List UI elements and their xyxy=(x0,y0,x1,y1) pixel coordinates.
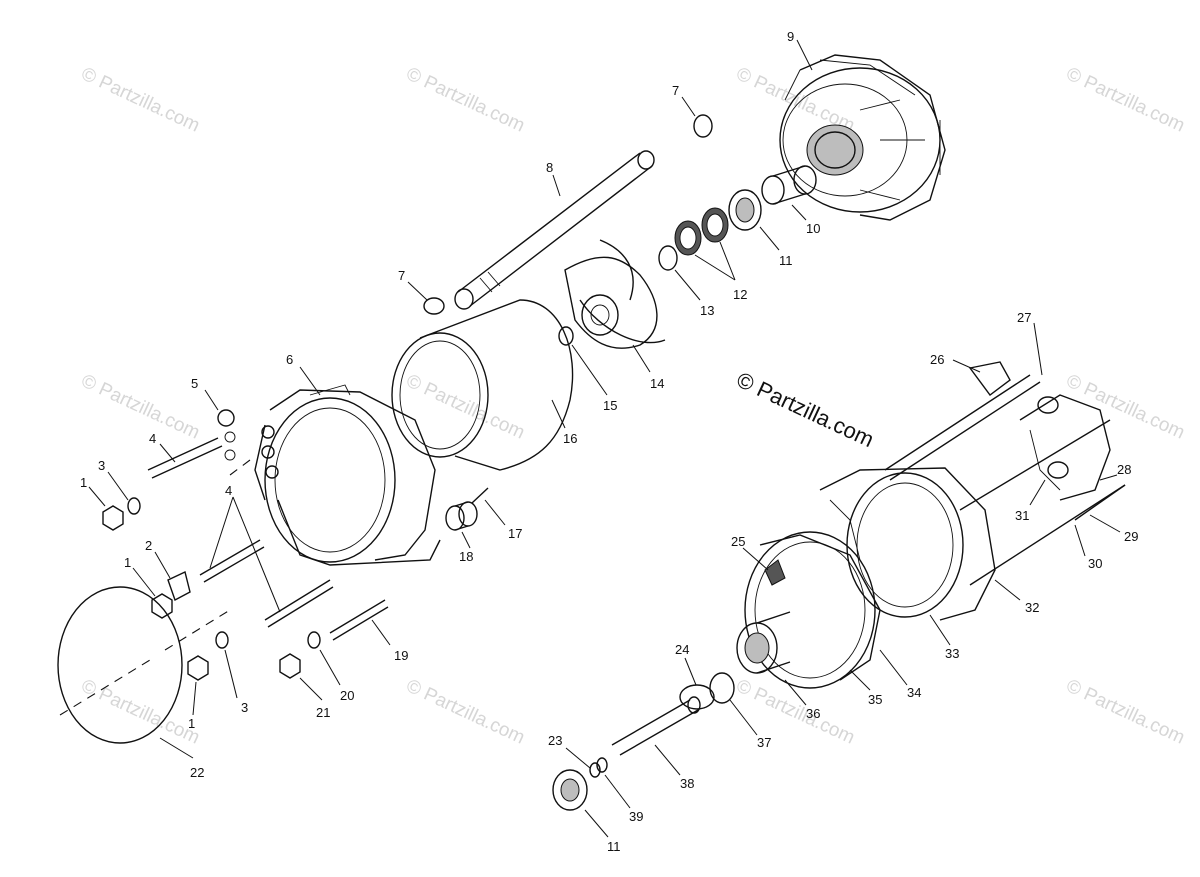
part-25-clip[interactable] xyxy=(764,559,786,586)
callout-39[interactable]: 39 xyxy=(629,809,643,824)
callout-31[interactable]: 31 xyxy=(1015,508,1029,523)
part-6-nozzle-housing[interactable] xyxy=(254,384,441,566)
part-33-pump-cover[interactable] xyxy=(819,467,996,621)
part-4-studs[interactable] xyxy=(147,437,389,641)
part-7-o-ring-upper[interactable] xyxy=(693,114,713,138)
part-34-nozzle[interactable] xyxy=(744,531,881,689)
part-12-seals[interactable] xyxy=(674,207,729,256)
part-15-o-ring[interactable] xyxy=(558,326,574,346)
watermark: © Partzilla.com xyxy=(1063,63,1188,136)
callout-15[interactable]: 15 xyxy=(603,398,617,413)
callout-3[interactable]: 3 xyxy=(241,700,248,715)
callout-13[interactable]: 13 xyxy=(700,303,714,318)
part-14-impeller[interactable] xyxy=(564,239,666,349)
callout-3[interactable]: 3 xyxy=(98,458,105,473)
callout-35[interactable]: 35 xyxy=(868,692,882,707)
part-11-bearing-lower[interactable] xyxy=(552,769,588,811)
part-2-plate[interactable] xyxy=(167,571,191,602)
callout-12[interactable]: 12 xyxy=(733,287,747,302)
callout-25[interactable]: 25 xyxy=(731,534,745,549)
callout-38[interactable]: 38 xyxy=(680,776,694,791)
rods[interactable] xyxy=(884,374,1126,586)
part-38-shaft[interactable] xyxy=(611,696,701,756)
callout-23[interactable]: 23 xyxy=(548,733,562,748)
callout-36[interactable]: 36 xyxy=(806,706,820,721)
part-17-screw[interactable] xyxy=(471,487,489,504)
part-26-arm[interactable] xyxy=(968,361,1011,396)
watermark: © Partzilla.com xyxy=(403,63,528,136)
part-8-drive-shaft[interactable] xyxy=(454,150,655,310)
watermark: © Partzilla.com xyxy=(403,370,528,443)
watermark: © Partzilla.com xyxy=(1063,675,1188,748)
centerline xyxy=(59,459,251,716)
callout-33[interactable]: 33 xyxy=(945,646,959,661)
callout-6[interactable]: 6 xyxy=(286,352,293,367)
callout-7[interactable]: 7 xyxy=(672,83,679,98)
callout-28[interactable]: 28 xyxy=(1117,462,1131,477)
callout-4[interactable]: 4 xyxy=(149,431,156,446)
part-9-pump-housing[interactable] xyxy=(779,54,946,221)
part-13-spacer[interactable] xyxy=(658,245,678,271)
callout-4[interactable]: 4 xyxy=(225,483,232,498)
callout-9[interactable]: 9 xyxy=(787,29,794,44)
callout-1[interactable]: 1 xyxy=(188,716,195,731)
watermarks: © Partzilla.com © Partzilla.com © Partzi… xyxy=(78,63,1188,748)
callout-18[interactable]: 18 xyxy=(459,549,473,564)
watermark: © Partzilla.com xyxy=(1063,370,1188,443)
watermark: © Partzilla.com xyxy=(403,675,528,748)
part-10-sleeve[interactable] xyxy=(761,165,817,205)
callout-10[interactable]: 10 xyxy=(806,221,820,236)
callout-11[interactable]: 11 xyxy=(779,253,793,268)
callout-32[interactable]: 32 xyxy=(1025,600,1039,615)
part-11-bearing-upper[interactable] xyxy=(728,189,762,231)
part-24-washer[interactable] xyxy=(679,684,715,710)
callout-7[interactable]: 7 xyxy=(398,268,405,283)
part-27-pivot[interactable] xyxy=(1037,396,1059,414)
callout-22[interactable]: 22 xyxy=(190,765,204,780)
callout-1[interactable]: 1 xyxy=(80,475,87,490)
callout-37[interactable]: 37 xyxy=(757,735,771,750)
part-36-bearing-housing[interactable] xyxy=(736,611,791,674)
watermark: © Partzilla.com xyxy=(78,370,203,443)
callout-16[interactable]: 16 xyxy=(563,431,577,446)
part-5-o-rings[interactable] xyxy=(217,409,236,461)
callout-8[interactable]: 8 xyxy=(546,160,553,175)
callout-21[interactable]: 21 xyxy=(316,705,330,720)
callout-30[interactable]: 30 xyxy=(1088,556,1102,571)
callout-34[interactable]: 34 xyxy=(907,685,921,700)
callout-29[interactable]: 29 xyxy=(1124,529,1138,544)
callout-20[interactable]: 20 xyxy=(340,688,354,703)
callout-19[interactable]: 19 xyxy=(394,648,408,663)
callout-5[interactable]: 5 xyxy=(191,376,198,391)
part-39-o-rings[interactable] xyxy=(589,757,608,778)
callout-24[interactable]: 24 xyxy=(675,642,689,657)
callout-14[interactable]: 14 xyxy=(650,376,664,391)
part-18-bushing[interactable] xyxy=(445,501,478,531)
callout-11[interactable]: 11 xyxy=(607,839,621,854)
part-31-reverse-bucket[interactable] xyxy=(1019,394,1111,501)
part-37-o-ring[interactable] xyxy=(709,672,735,704)
callout-26[interactable]: 26 xyxy=(930,352,944,367)
copyright-text: © Partzilla.com xyxy=(733,367,878,452)
part-7-o-ring-lower[interactable] xyxy=(423,297,445,315)
callout-1[interactable]: 1 xyxy=(124,555,131,570)
callout-2[interactable]: 2 xyxy=(145,538,152,553)
part-16-liner[interactable] xyxy=(391,299,574,471)
part-22-gasket[interactable] xyxy=(57,586,183,744)
callout-labels: 9 7 8 7 10 11 12 13 14 15 16 6 5 4 3 1 4… xyxy=(80,29,1138,854)
watermark: © Partzilla.com xyxy=(78,63,203,136)
part-1-nuts[interactable] xyxy=(102,505,301,681)
leader-lines xyxy=(88,39,1121,838)
callout-17[interactable]: 17 xyxy=(508,526,522,541)
callout-27[interactable]: 27 xyxy=(1017,310,1031,325)
part-3-washers[interactable] xyxy=(127,497,321,649)
